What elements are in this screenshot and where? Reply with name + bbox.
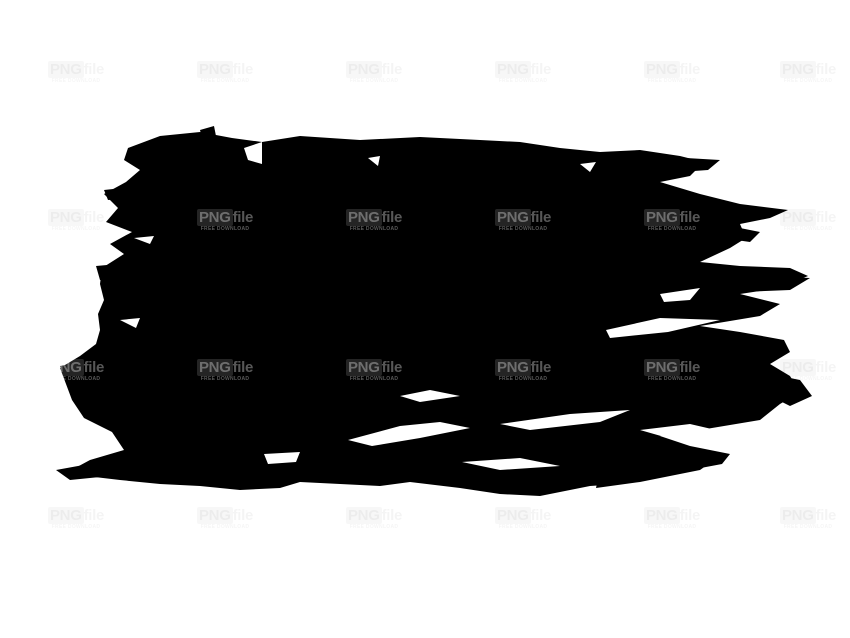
brush-stroke-gap	[580, 162, 596, 172]
brush-stroke-gap	[264, 452, 300, 464]
brush-stroke-fringe	[56, 462, 110, 480]
brush-stroke-gap	[462, 458, 560, 470]
brush-stroke-fringe	[596, 456, 720, 488]
brush-stroke-fringe	[760, 372, 812, 406]
brush-stroke-gap	[120, 318, 140, 328]
brush-stroke-gap	[640, 424, 716, 438]
brush-stroke-fringe	[200, 126, 216, 138]
brush-stroke-fringe	[96, 262, 140, 280]
brush-stroke-fringe	[60, 360, 96, 378]
brush-stroke-gap	[400, 390, 460, 402]
brush-stroke-body	[60, 132, 808, 496]
brush-stroke-gap	[606, 318, 720, 338]
brush-stroke-fringe	[700, 276, 810, 292]
brush-stroke-gap	[348, 422, 470, 446]
brush-stroke-gap	[134, 236, 154, 244]
brush-stroke-gap	[368, 156, 380, 166]
brush-stroke-fringe	[736, 228, 760, 242]
brush-stroke-gap	[500, 410, 630, 430]
brush-stroke-gap	[660, 288, 700, 302]
brush-stroke-gap	[244, 142, 262, 164]
brush-stroke-fringe	[680, 158, 720, 172]
brush-stroke-fringe	[104, 186, 140, 200]
